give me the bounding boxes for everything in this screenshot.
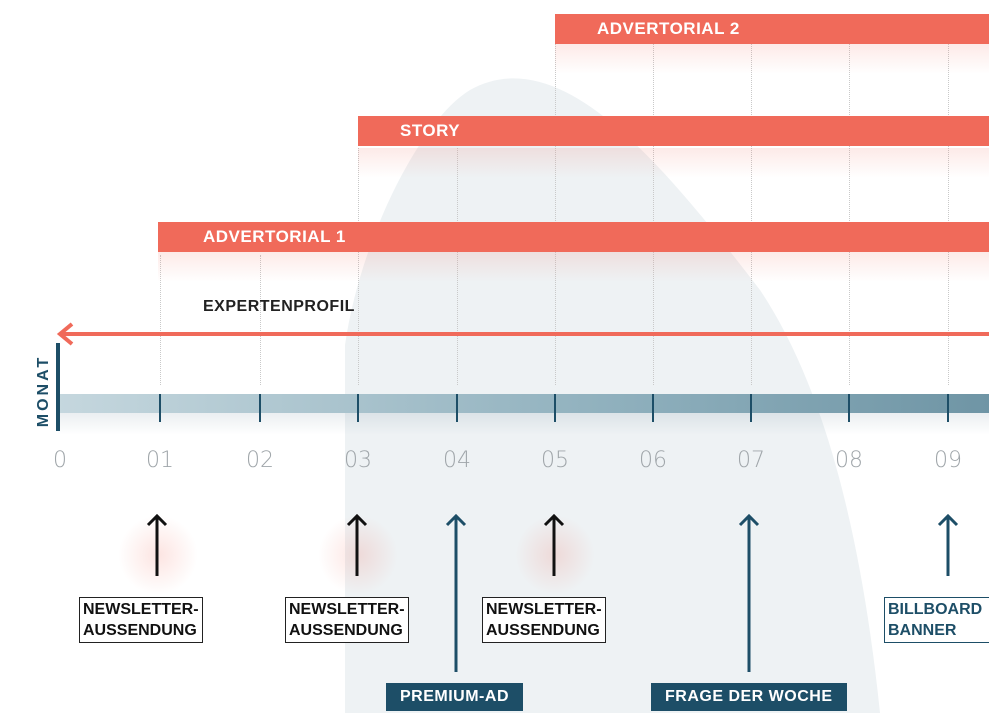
- axis-tick: [159, 394, 161, 422]
- up-arrow-icon: [937, 513, 959, 576]
- axis-tick: [750, 394, 752, 422]
- expertenprofil-label: EXPERTENPROFIL: [203, 298, 355, 315]
- premium-ad-label: PREMIUM-AD: [386, 683, 523, 711]
- tick-label: 05: [541, 448, 569, 473]
- tick-label: 0: [53, 448, 67, 473]
- axis-shadow: [58, 413, 989, 435]
- axis-tick: [259, 394, 261, 422]
- up-arrow-icon: [738, 513, 760, 672]
- month-axis: [58, 394, 989, 413]
- axis-tick: [554, 394, 556, 422]
- up-arrow-icon: [146, 513, 168, 576]
- story-label: STORY: [400, 121, 461, 140]
- up-arrow-icon: [346, 513, 368, 576]
- axis-tick: [456, 394, 458, 422]
- advertorial-2-bar: [555, 14, 989, 44]
- guide-line: [751, 44, 752, 385]
- event-label-line: BANNER: [888, 622, 957, 639]
- event-label-line: AUSSENDUNG: [486, 622, 600, 639]
- up-arrow-icon: [543, 513, 565, 576]
- axis-tick: [947, 394, 949, 422]
- expertenprofil-arrow: [56, 322, 989, 346]
- tick-label: 04: [443, 448, 471, 473]
- guide-line: [160, 255, 161, 385]
- guide-line: [849, 44, 850, 385]
- tick-label: 01: [146, 448, 174, 473]
- axis-tick: [357, 394, 359, 422]
- tick-label: 03: [344, 448, 372, 473]
- billboard-banner-label: BILLBOARD BANNER: [884, 597, 989, 643]
- newsletter-label-03: NEWSLETTER- AUSSENDUNG: [285, 597, 409, 643]
- guide-line: [653, 44, 654, 385]
- advertorial-1-bar: [158, 222, 989, 252]
- frage-der-woche-label: FRAGE DER WOCHE: [651, 683, 847, 711]
- axis-tick: [848, 394, 850, 422]
- up-arrow-icon: [445, 513, 467, 672]
- event-label-line: NEWSLETTER-: [289, 601, 405, 618]
- guide-line: [555, 44, 556, 385]
- guide-line: [358, 148, 359, 385]
- event-label-line: AUSSENDUNG: [289, 622, 403, 639]
- advertorial-1-label: ADVERTORIAL 1: [203, 227, 346, 246]
- advertorial-2-label: ADVERTORIAL 2: [597, 19, 740, 38]
- tick-label: 02: [246, 448, 274, 473]
- event-label-line: AUSSENDUNG: [83, 622, 197, 639]
- tick-label: 07: [737, 448, 765, 473]
- axis-origin-bar: [56, 343, 60, 431]
- tick-label: 06: [639, 448, 667, 473]
- event-label-line: NEWSLETTER-: [486, 601, 602, 618]
- guide-line: [260, 255, 261, 385]
- event-label-line: BILLBOARD: [888, 601, 983, 618]
- guide-line: [457, 148, 458, 385]
- bar-glow: [158, 252, 989, 282]
- event-label-line: NEWSLETTER-: [83, 601, 199, 618]
- axis-tick: [652, 394, 654, 422]
- newsletter-label-05: NEWSLETTER- AUSSENDUNG: [482, 597, 606, 643]
- axis-title: MONAT: [35, 354, 52, 428]
- bar-glow: [358, 148, 989, 178]
- bar-glow: [555, 44, 989, 74]
- tick-label: 08: [835, 448, 863, 473]
- story-bar: [358, 116, 989, 146]
- tick-label: 09: [934, 448, 962, 473]
- guide-line: [948, 44, 949, 385]
- newsletter-label-01: NEWSLETTER- AUSSENDUNG: [79, 597, 203, 643]
